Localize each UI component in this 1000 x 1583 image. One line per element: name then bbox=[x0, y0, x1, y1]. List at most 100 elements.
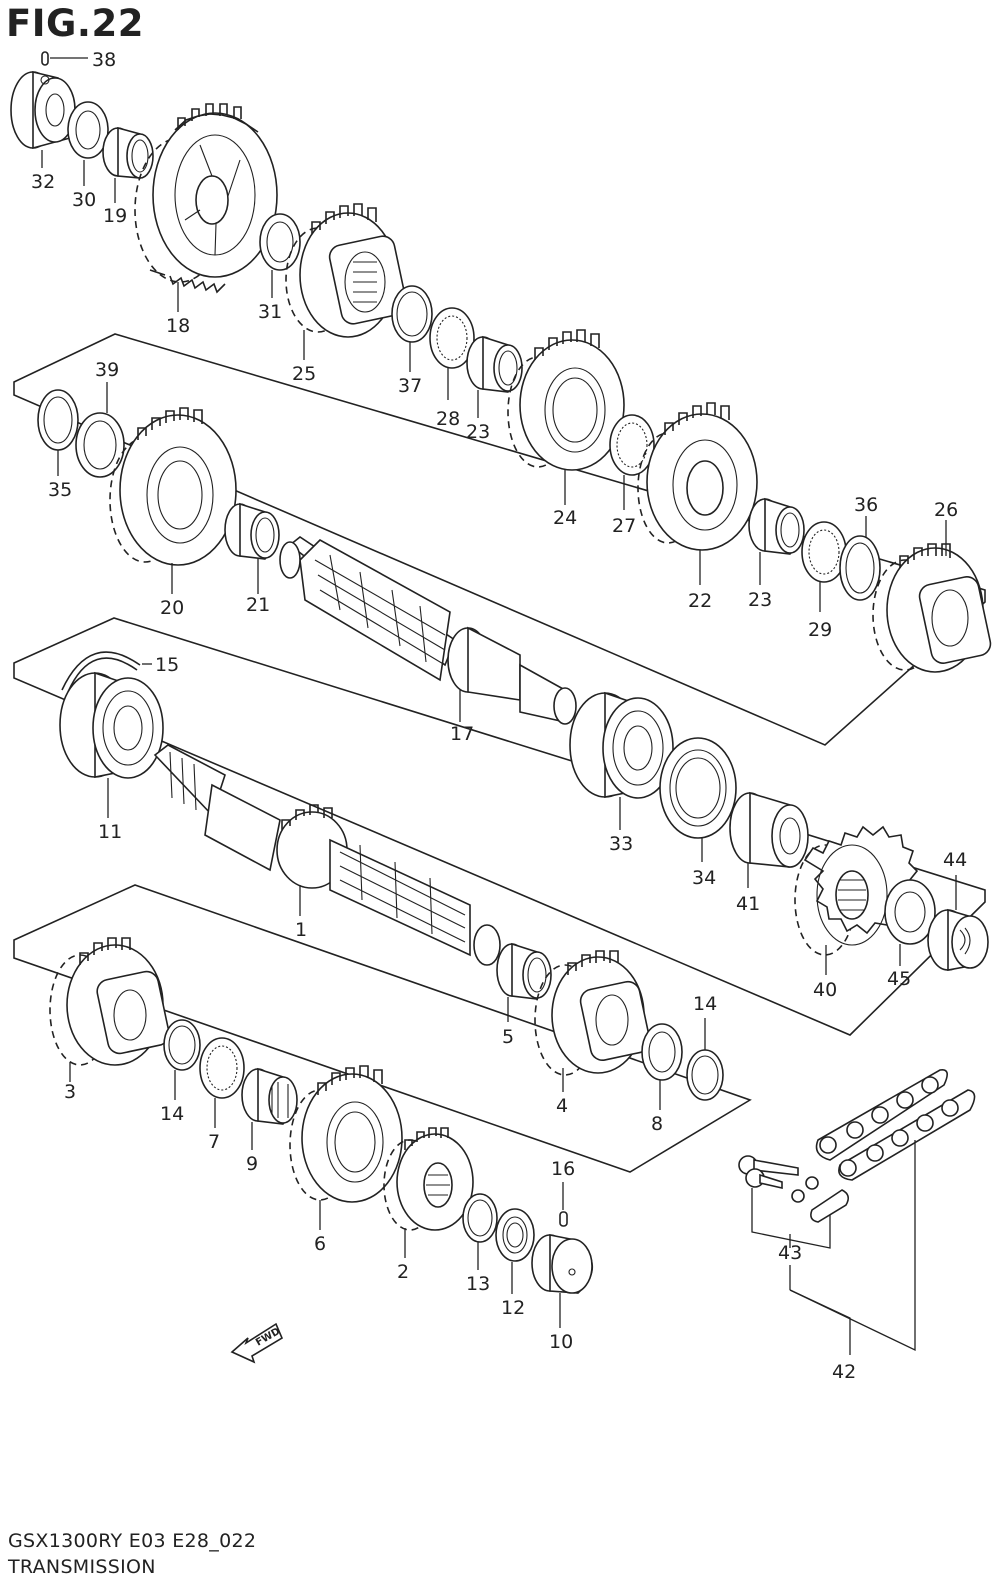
part-43-chain-joint bbox=[738, 1155, 851, 1355]
label-33: 33 bbox=[609, 833, 633, 855]
part-33-bearing bbox=[569, 691, 674, 830]
label-23a: 23 bbox=[466, 421, 490, 443]
part-13-circlip bbox=[462, 1193, 498, 1270]
fwd-arrow-icon: FWD bbox=[230, 1322, 284, 1364]
part-4-gear bbox=[534, 950, 651, 1092]
label-20: 20 bbox=[160, 597, 184, 619]
part-labels: 38 32 30 19 18 31 25 37 28 23 24 27 22 2… bbox=[31, 49, 967, 1383]
label-44: 44 bbox=[943, 849, 967, 871]
label-5: 5 bbox=[502, 1026, 514, 1048]
label-30: 30 bbox=[72, 189, 96, 211]
part-17-countershaft bbox=[279, 536, 577, 725]
label-14-right: 14 bbox=[693, 993, 717, 1015]
part-20-gear bbox=[109, 407, 237, 594]
part-16-pin bbox=[559, 1182, 568, 1227]
label-12: 12 bbox=[501, 1297, 525, 1319]
part-8-washer bbox=[641, 1023, 683, 1110]
part-1-mainshaft bbox=[153, 744, 501, 966]
part-14-circlip-right bbox=[686, 1018, 724, 1101]
part-38-pin bbox=[41, 51, 88, 66]
label-38: 38 bbox=[92, 49, 116, 71]
label-1: 1 bbox=[295, 919, 307, 941]
part-34-oil-seal bbox=[659, 737, 737, 862]
lower-gears-outline bbox=[13, 884, 752, 1173]
part-27-spline-washer bbox=[609, 414, 655, 510]
label-10: 10 bbox=[549, 1331, 573, 1353]
label-24: 24 bbox=[553, 507, 577, 529]
label-37: 37 bbox=[398, 375, 422, 397]
label-16: 16 bbox=[551, 1158, 575, 1180]
part-25-gear bbox=[285, 203, 408, 360]
part-21-bushing bbox=[224, 502, 280, 594]
label-29: 29 bbox=[808, 619, 832, 641]
label-42: 42 bbox=[832, 1361, 856, 1383]
label-2: 2 bbox=[397, 1261, 409, 1283]
label-18: 18 bbox=[166, 315, 190, 337]
part-42-drive-chain bbox=[789, 1068, 976, 1352]
part-22-gear bbox=[637, 402, 758, 585]
countershaft-assembly-outline bbox=[13, 333, 986, 746]
label-21: 21 bbox=[246, 594, 270, 616]
part-29-spline-washer bbox=[801, 521, 847, 612]
part-30-washer bbox=[67, 101, 109, 186]
part-18-gear bbox=[134, 103, 278, 312]
label-26: 26 bbox=[934, 499, 958, 521]
label-31: 31 bbox=[258, 301, 282, 323]
label-3: 3 bbox=[64, 1081, 76, 1103]
label-11: 11 bbox=[98, 821, 122, 843]
part-2-gear bbox=[383, 1127, 474, 1258]
part-15-retaining-ring bbox=[61, 651, 152, 693]
label-17: 17 bbox=[450, 723, 474, 745]
label-45: 45 bbox=[887, 968, 911, 990]
part-10-shift-cam-pin bbox=[531, 1234, 594, 1328]
label-19: 19 bbox=[103, 205, 127, 227]
label-4: 4 bbox=[556, 1095, 568, 1117]
label-22: 22 bbox=[688, 590, 712, 612]
label-6: 6 bbox=[314, 1233, 326, 1255]
part-28-spline-washer bbox=[429, 307, 475, 400]
part-36-circlip bbox=[839, 516, 881, 601]
part-26-gear bbox=[872, 520, 992, 673]
part-41-spacer bbox=[729, 791, 809, 888]
part-31-washer bbox=[259, 213, 301, 298]
label-27: 27 bbox=[612, 515, 636, 537]
part-39-washer bbox=[75, 382, 125, 478]
part-23a-bushing bbox=[466, 335, 523, 418]
model-code: GSX1300RY E03 E28_022 bbox=[8, 1530, 257, 1552]
part-3-gear bbox=[49, 937, 170, 1082]
part-6-gear bbox=[289, 1065, 403, 1230]
label-41: 41 bbox=[736, 893, 760, 915]
label-35: 35 bbox=[48, 479, 72, 501]
part-44-nut bbox=[927, 875, 989, 971]
part-35-circlip bbox=[37, 389, 79, 476]
figure-title: FIG.22 bbox=[6, 2, 144, 45]
label-13: 13 bbox=[466, 1273, 490, 1295]
part-37-circlip bbox=[391, 285, 433, 372]
label-7: 7 bbox=[208, 1131, 220, 1153]
part-45-washer bbox=[884, 879, 936, 966]
section-name: TRANSMISSION bbox=[8, 1556, 156, 1578]
part-9-needle-bearing bbox=[241, 1067, 298, 1150]
part-14-circlip-left bbox=[163, 1019, 201, 1100]
part-23b-bushing bbox=[748, 497, 805, 585]
label-43: 43 bbox=[778, 1242, 802, 1264]
part-12-washer bbox=[495, 1208, 535, 1294]
label-8: 8 bbox=[651, 1113, 663, 1135]
part-32-shift-cam bbox=[10, 70, 76, 168]
part-24-gear bbox=[507, 329, 625, 505]
part-11-bearing bbox=[59, 671, 164, 818]
label-28: 28 bbox=[436, 408, 460, 430]
label-32: 32 bbox=[31, 171, 55, 193]
part-5-bushing bbox=[496, 942, 552, 1022]
label-15: 15 bbox=[155, 654, 179, 676]
label-25: 25 bbox=[292, 363, 316, 385]
label-9: 9 bbox=[246, 1153, 258, 1175]
label-40: 40 bbox=[813, 979, 837, 1001]
label-23b: 23 bbox=[748, 589, 772, 611]
part-7-spline-washer bbox=[199, 1037, 245, 1128]
label-39: 39 bbox=[95, 359, 119, 381]
mainshaft-assembly-outline bbox=[13, 617, 986, 1036]
label-34: 34 bbox=[692, 867, 716, 889]
label-36: 36 bbox=[854, 494, 878, 516]
